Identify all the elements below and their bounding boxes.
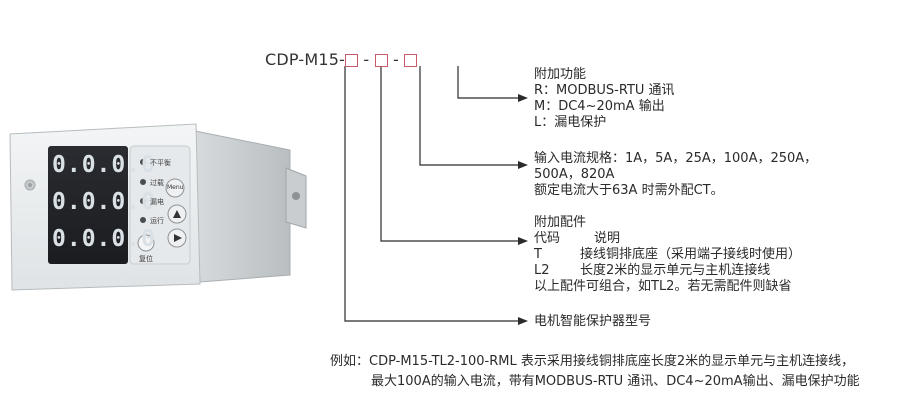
arrow-accessories-icon — [518, 237, 528, 245]
slot-current — [374, 54, 388, 67]
current-spec-line-3: 额定电流大于63A 时需外配CT。 — [534, 183, 724, 198]
reset-label: 复位 — [139, 255, 153, 263]
accessory-code-l2: L2 — [534, 263, 550, 278]
functions-title: 附加功能 — [534, 67, 587, 82]
functions-line-r: R：MODBUS-RTU 通讯 — [534, 83, 675, 98]
model-dash-2: - — [392, 50, 399, 69]
menu-button: Menu — [167, 184, 184, 191]
slot-functions — [404, 54, 418, 67]
slot-accessories — [345, 54, 359, 67]
model-dash-1: - — [363, 50, 370, 69]
led-label-leakage: 漏电 — [150, 198, 164, 206]
accessories-header-code: 代码 — [534, 231, 561, 246]
accessory-desc-l2: 长度2米的显示单元与主机连接线 — [580, 263, 771, 278]
model-code: CDP-M15- - - — [265, 50, 418, 69]
functions-line-l: L：漏电保护 — [534, 115, 607, 130]
accessories-title: 附加配件 — [534, 215, 587, 230]
arrow-current-icon — [518, 161, 528, 169]
accessory-desc-t: 接线铜排底座（采用端子接线时使用） — [580, 247, 802, 262]
example-line-2: 最大100A的输入电流，带有MODBUS-RTU 通讯、DC4~20mA输出、漏… — [371, 374, 860, 389]
current-spec-line-2: 500A，820A — [534, 167, 615, 182]
display-row-1: 0.0.0.0 — [52, 152, 156, 178]
led-label-run: 运行 — [150, 217, 164, 225]
arrow-model-icon — [518, 317, 528, 325]
functions-line-m: M：DC4~20mA 输出 — [534, 99, 665, 114]
accessories-header-desc: 说明 — [594, 231, 621, 246]
model-label: 电机智能保护器型号 — [534, 314, 652, 329]
arrow-functions-icon — [518, 94, 528, 102]
display-row-3: 0.0.0.0 — [52, 226, 156, 252]
current-spec-line-1: 输入电流规格：1A，5A，25A，100A，250A， — [534, 151, 818, 166]
accessories-note: 以上配件可组合，如TL2。若无需配件则缺省 — [534, 279, 792, 294]
led-label-unbalance: 不平衡 — [150, 159, 171, 167]
led-label-overload: 过载 — [150, 179, 164, 187]
display-row-2: 0.0.0.0 — [52, 189, 156, 215]
accessory-code-t: T — [534, 247, 542, 262]
model-prefix: CDP-M15- — [265, 50, 346, 69]
example-line-1: 例如：CDP-M15-TL2-100-RML 表示采用接线铜排底座长度2米的显示… — [330, 354, 855, 369]
